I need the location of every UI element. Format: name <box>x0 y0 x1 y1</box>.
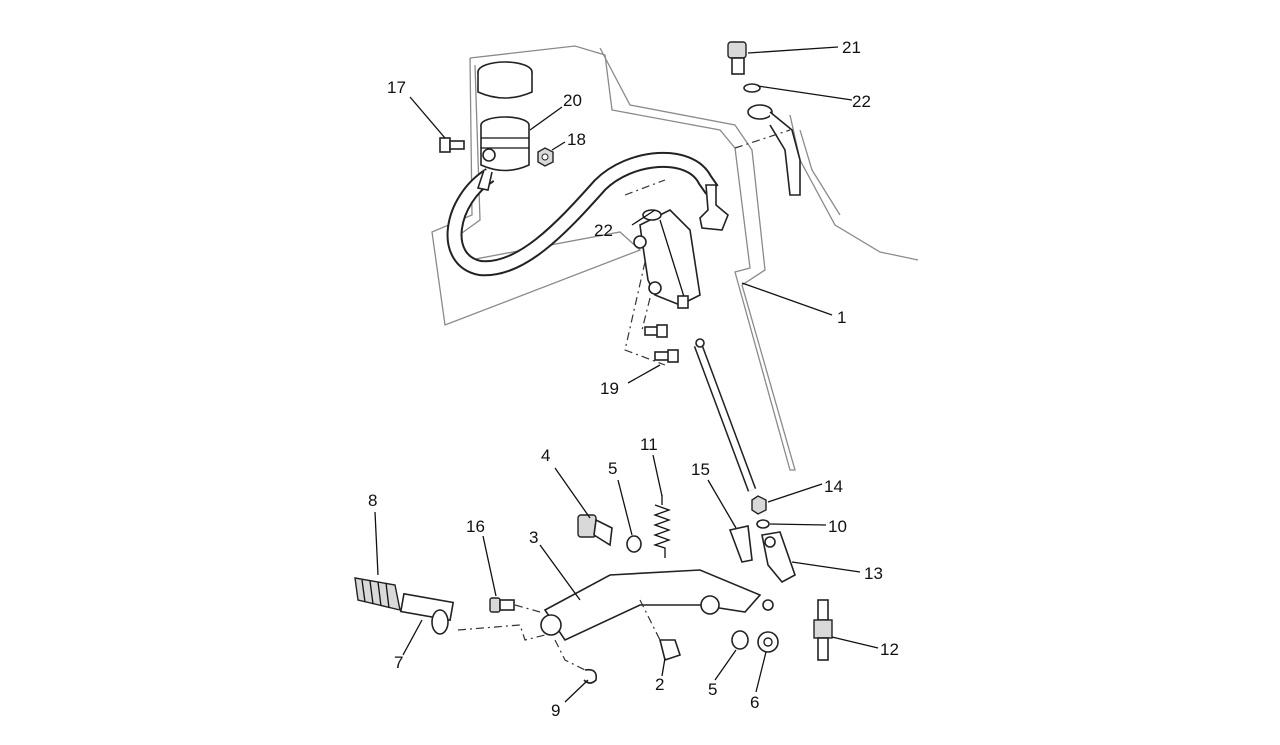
callout-15: 15 <box>691 460 710 479</box>
brake-pedal-lever <box>540 569 774 642</box>
elbow-fitting <box>699 184 729 231</box>
washer-5-upper <box>626 535 642 553</box>
callout-21: 21 <box>842 38 861 57</box>
clevis-13 <box>761 531 796 584</box>
push-rod <box>693 338 757 492</box>
callout-22-top: 22 <box>852 92 871 111</box>
pin-2 <box>658 639 682 662</box>
callout-17: 17 <box>387 78 406 97</box>
master-cylinder <box>633 209 701 309</box>
nut-14 <box>751 495 767 515</box>
callout-18: 18 <box>567 130 586 149</box>
callout-12: 12 <box>880 640 899 659</box>
callout-3: 3 <box>529 528 538 547</box>
callout-5-upper: 5 <box>608 459 617 478</box>
circlip-9 <box>583 668 598 684</box>
callout-19: 19 <box>600 379 619 398</box>
callout-8: 8 <box>368 491 377 510</box>
callout-20: 20 <box>563 91 582 110</box>
bolt-17 <box>439 137 465 153</box>
reservoir-hose <box>446 152 719 277</box>
brake-fluid-reservoir <box>476 61 533 191</box>
callout-22-mid: 22 <box>594 221 613 240</box>
callout-4: 4 <box>541 446 550 465</box>
pedal-shaft-7 <box>399 592 455 635</box>
callout-10: 10 <box>828 517 847 536</box>
clip-15 <box>728 525 753 563</box>
callout-nine: 9 <box>551 701 560 720</box>
callout-13: 13 <box>864 564 883 583</box>
screws-19 <box>644 324 679 363</box>
leader-lines <box>374 46 879 703</box>
callout-14: 14 <box>824 477 843 496</box>
assembly-lines <box>457 129 791 671</box>
pedal-rubber-8 <box>354 577 401 611</box>
brake-light-switch-12 <box>813 599 833 661</box>
callout-7: 7 <box>394 653 403 672</box>
washer-10 <box>756 519 770 529</box>
bolt-16 <box>489 597 515 613</box>
washer-5-lower <box>731 630 749 650</box>
pivot-bolt-4 <box>577 514 613 547</box>
banjo-fitting <box>727 41 801 196</box>
callout-16: 16 <box>466 517 485 536</box>
spring-11 <box>652 495 671 558</box>
callout-11: 11 <box>640 435 658 454</box>
callout-labels: 21 22 20 17 18 22 1 19 4 5 11 15 14 10 1… <box>368 38 899 720</box>
nut-18 <box>537 147 554 167</box>
callout-6-visible: 6 <box>750 693 759 712</box>
callout-5-lower: 5 <box>708 680 717 699</box>
callout-1: 1 <box>837 308 846 327</box>
callout-2: 2 <box>655 675 664 694</box>
